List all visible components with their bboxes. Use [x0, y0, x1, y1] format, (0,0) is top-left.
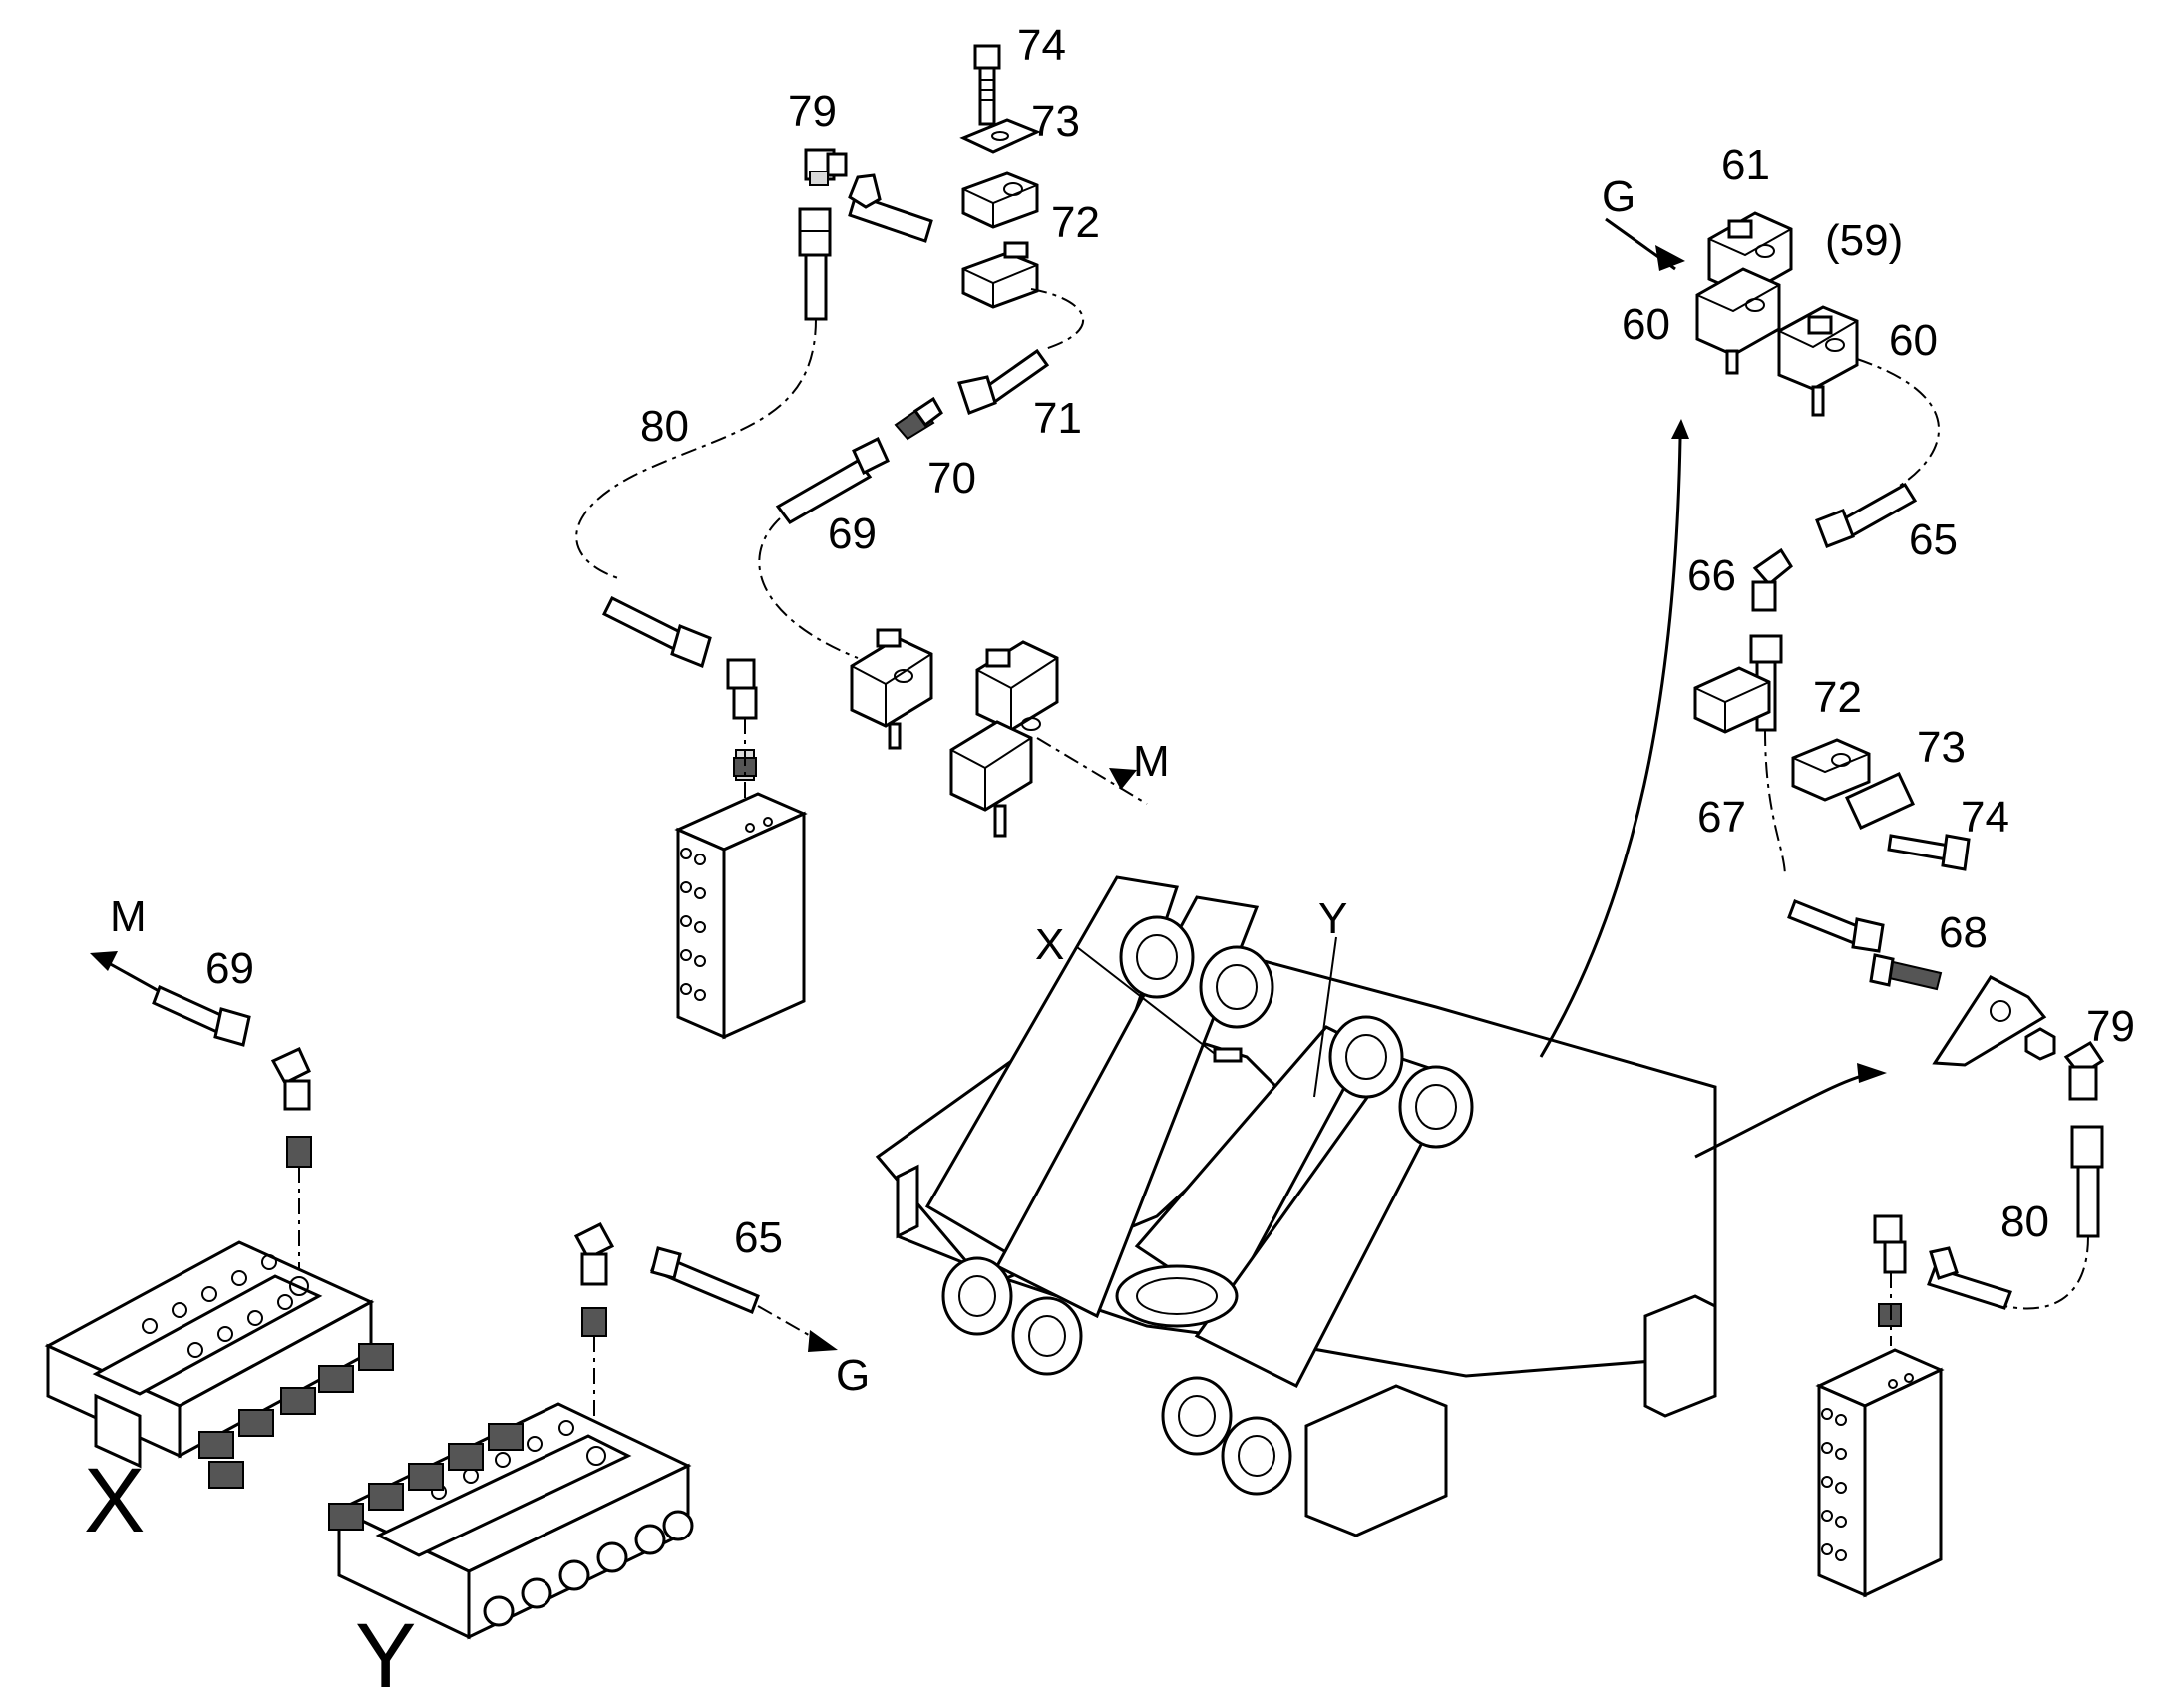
- callout-80-top: 80: [640, 402, 689, 451]
- callout-69-bottom: 69: [205, 944, 254, 993]
- callout-66: 66: [1687, 551, 1736, 600]
- hose-fitting-top: [848, 173, 933, 243]
- hose-top-dashed-right: [1030, 288, 1084, 350]
- callout-69-top: 69: [828, 510, 877, 558]
- callout-79-right: 79: [2086, 1002, 2135, 1051]
- hose-65-top: [1815, 482, 1918, 548]
- loader-frame: [875, 875, 1717, 1537]
- bolt-74-top: [973, 44, 1001, 126]
- hose-69-dashed: [758, 517, 859, 659]
- plate-73-right: [1845, 772, 1915, 830]
- leader-y: [1313, 936, 1337, 1098]
- callout-72-top: 72: [1051, 198, 1100, 247]
- hose-right-lower: [1927, 1246, 2012, 1310]
- callout-67: 67: [1697, 793, 1746, 842]
- arrow-to-bracket: [1694, 1071, 1876, 1159]
- callout-70: 70: [927, 454, 976, 503]
- callout-60-right: 60: [1889, 316, 1938, 365]
- manifold-block-y: [328, 1402, 694, 1640]
- callout-y-frame: Y: [1318, 894, 1347, 943]
- clamp-lower-top: [961, 241, 1039, 309]
- callout-61: 61: [1721, 141, 1770, 189]
- arrow-g-bottom-head: [808, 1330, 838, 1352]
- nipple-68: [1869, 953, 1943, 991]
- marker-x: [1213, 1047, 1243, 1063]
- callout-g-top: G: [1602, 172, 1635, 221]
- plate-73-hole: [991, 131, 1009, 141]
- callout-74-top: 74: [1017, 21, 1066, 70]
- callout-59: (59): [1825, 216, 1903, 265]
- callout-71: 71: [1033, 394, 1082, 443]
- plate-73-top: [959, 118, 1041, 154]
- callout-73-right: 73: [1917, 723, 1966, 772]
- distribution-block-top: [674, 792, 808, 1040]
- hose-80-right-dashed: [2003, 1235, 2089, 1310]
- manifold-block-x: [44, 1240, 394, 1489]
- hose-69-bottom: [152, 984, 251, 1047]
- callout-73-top: 73: [1031, 97, 1080, 146]
- arrow-to-g-clamp-head: [1671, 419, 1689, 439]
- nipple-70: [894, 396, 943, 441]
- elbow-block-y: [573, 1222, 615, 1337]
- bolt-74-right: [1887, 834, 1971, 871]
- hose-67-dashed: [1764, 729, 1786, 878]
- arrow-to-bracket-head: [1857, 1063, 1887, 1083]
- callout-m-top: M: [1133, 737, 1170, 786]
- hose-67-lower: [1787, 899, 1885, 953]
- double-clamp-top: [850, 628, 1059, 838]
- elbow-79-right: [2063, 1040, 2105, 1101]
- leader-x: [1076, 946, 1220, 1058]
- hose-80-right-upper: [2070, 1125, 2104, 1238]
- arrow-m-bottom-head: [90, 951, 118, 971]
- group-label-x: X: [84, 1450, 145, 1551]
- elbow-66: [1751, 547, 1793, 612]
- arrow-g-top-head: [1655, 245, 1685, 271]
- distribution-block-right: [1815, 1348, 1945, 1598]
- callout-65-top: 65: [1909, 515, 1958, 564]
- arrow-m-top-line: [1036, 737, 1148, 805]
- hose-80-upper: [798, 207, 832, 321]
- clamp-stack-right: [1695, 211, 1859, 417]
- elbow-above-block-top: [726, 658, 758, 781]
- hose-65-bottom: [650, 1246, 760, 1314]
- elbow-bottom-left: [270, 1047, 312, 1168]
- callout-60-left: 60: [1622, 300, 1670, 349]
- hose-80-dashed: [575, 318, 817, 579]
- group-label-y: Y: [355, 1605, 416, 1707]
- callout-x-frame: X: [1035, 920, 1064, 969]
- callout-68: 68: [1939, 908, 1988, 957]
- bracket-plate: [1932, 975, 2047, 1067]
- nut-right: [2024, 1027, 2056, 1061]
- callout-m-bottom: M: [110, 892, 147, 941]
- callout-72-right: 72: [1813, 673, 1862, 722]
- callout-65-bottom: 65: [734, 1213, 783, 1262]
- callout-74-right: 74: [1961, 793, 2009, 842]
- callout-79-top: 79: [788, 87, 837, 136]
- hose-71: [957, 348, 1050, 415]
- hose-65-dashed-top: [1856, 358, 1940, 490]
- callout-g-bottom: G: [836, 1351, 870, 1400]
- arrow-m-top-head: [1109, 768, 1137, 790]
- arrow-to-g-clamp: [1539, 438, 1682, 1058]
- clamp-72-top: [961, 171, 1039, 229]
- clamp-72-right: [1693, 666, 1771, 734]
- hose-80-lower-left: [601, 595, 712, 669]
- clamp-72-right-lower: [1791, 738, 1871, 802]
- hose-69-top: [775, 436, 890, 524]
- elbow-79-top: [804, 148, 848, 186]
- callout-80-right: 80: [2000, 1197, 2049, 1246]
